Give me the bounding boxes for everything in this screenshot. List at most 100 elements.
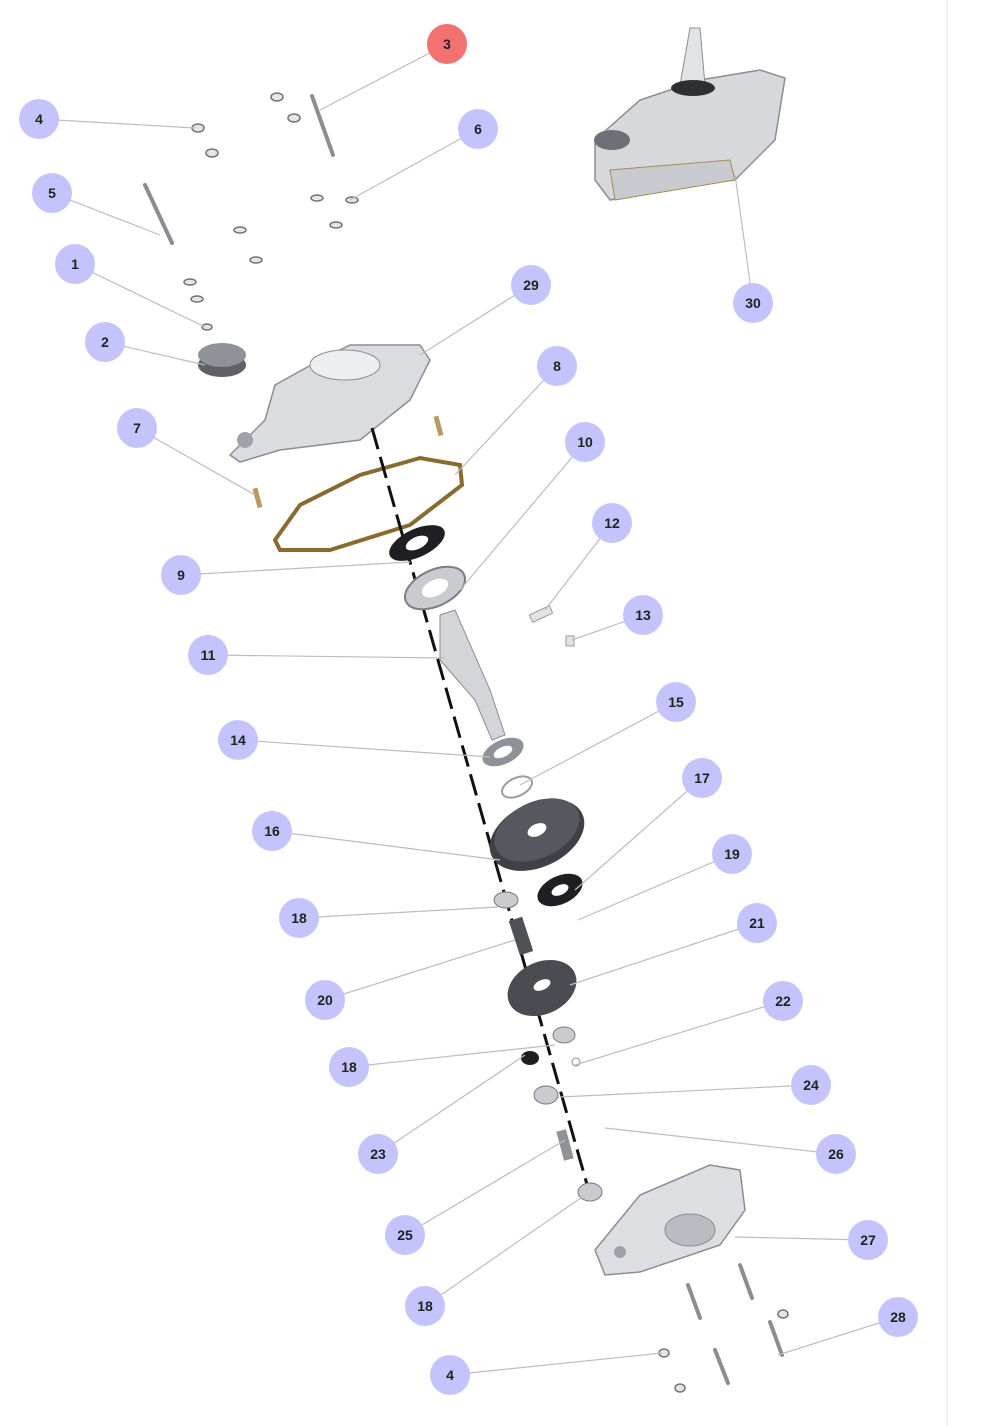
callout-bubble[interactable]	[329, 1047, 369, 1087]
callout-23[interactable]: 23	[358, 1134, 398, 1174]
callout-4[interactable]: 4	[19, 99, 59, 139]
callout-7[interactable]: 7	[117, 408, 157, 448]
leader-line	[777, 1316, 899, 1356]
callout-bubble[interactable]	[848, 1220, 888, 1260]
callout-20[interactable]: 20	[305, 980, 345, 1020]
callout-bubble[interactable]	[252, 811, 292, 851]
callout-13[interactable]: 13	[623, 595, 663, 635]
callout-3[interactable]: 3	[427, 24, 467, 64]
callout-18[interactable]: 18	[329, 1047, 369, 1087]
leader-line	[574, 1000, 784, 1066]
callout-29[interactable]: 29	[511, 265, 551, 305]
callout-16[interactable]: 16	[252, 811, 292, 851]
callout-label: 18	[291, 910, 307, 926]
leader-line	[271, 830, 501, 861]
callout-bubble[interactable]	[385, 1215, 425, 1255]
callout-label: 29	[523, 277, 539, 293]
callout-10[interactable]: 10	[565, 422, 605, 462]
leader-line	[734, 174, 754, 304]
callout-22[interactable]: 22	[763, 981, 803, 1021]
callout-4[interactable]: 4	[430, 1355, 470, 1395]
callout-14[interactable]: 14	[218, 720, 258, 760]
callout-bubble[interactable]	[19, 99, 59, 139]
o-ring-image	[501, 775, 533, 799]
callout-bubble[interactable]	[682, 758, 722, 798]
leader-line	[207, 654, 446, 659]
callout-bubble[interactable]	[427, 24, 467, 64]
leader-line	[298, 906, 499, 919]
callout-label: 4	[35, 111, 43, 127]
callout-bubble[interactable]	[358, 1134, 398, 1174]
callout-5[interactable]: 5	[32, 173, 72, 213]
callout-18[interactable]: 18	[279, 898, 319, 938]
callout-bubble[interactable]	[85, 322, 125, 362]
leader-line	[324, 939, 516, 1001]
callout-2[interactable]: 2	[85, 322, 125, 362]
callout-24[interactable]: 24	[791, 1065, 831, 1105]
callout-bubble[interactable]	[117, 408, 157, 448]
callout-label: 23	[370, 1146, 386, 1162]
callout-label: 17	[694, 770, 710, 786]
leader-line	[459, 441, 586, 591]
callout-label: 6	[474, 121, 482, 137]
callout-label: 11	[201, 647, 216, 663]
callout-label: 13	[635, 607, 651, 623]
callout-bubble[interactable]	[405, 1286, 445, 1326]
leader-line	[574, 777, 703, 891]
washer-small-image	[521, 1051, 539, 1065]
callout-21[interactable]: 21	[737, 903, 777, 943]
leader-line	[404, 1139, 566, 1236]
callout-bubble[interactable]	[656, 682, 696, 722]
upper-housing-image	[228, 344, 431, 463]
nuts-washers-image	[183, 92, 789, 1393]
sleeve-image	[528, 605, 554, 623]
callout-8[interactable]: 8	[537, 346, 577, 386]
callout-bubble[interactable]	[737, 903, 777, 943]
callout-30[interactable]: 30	[733, 283, 773, 323]
callout-6[interactable]: 6	[458, 109, 498, 149]
callout-bubble[interactable]	[458, 109, 498, 149]
callout-18[interactable]: 18	[405, 1286, 445, 1326]
leader-line	[38, 118, 196, 129]
callout-26[interactable]: 26	[816, 1134, 856, 1174]
leader-line	[454, 365, 558, 476]
callout-19[interactable]: 19	[712, 834, 752, 874]
callout-bubble[interactable]	[733, 283, 773, 323]
callout-bubble[interactable]	[511, 265, 551, 305]
leader-line	[180, 561, 411, 576]
callout-bubble[interactable]	[218, 720, 258, 760]
parts-layer	[143, 27, 789, 1393]
callout-bubble[interactable]	[537, 346, 577, 386]
callout-11[interactable]: 11	[188, 635, 228, 675]
leader-line	[424, 1194, 586, 1307]
callout-28[interactable]: 28	[878, 1297, 918, 1337]
callout-bubble[interactable]	[791, 1065, 831, 1105]
callout-1[interactable]: 1	[55, 244, 95, 284]
bearing-small-image	[552, 1026, 576, 1044]
callout-label: 22	[775, 993, 791, 1009]
callout-bubble[interactable]	[161, 555, 201, 595]
callout-bubble[interactable]	[55, 244, 95, 284]
callout-bubble[interactable]	[32, 173, 72, 213]
gasket-image	[272, 455, 465, 552]
callout-12[interactable]: 12	[592, 503, 632, 543]
callout-bubble[interactable]	[712, 834, 752, 874]
callout-27[interactable]: 27	[848, 1220, 888, 1260]
callout-label: 30	[745, 295, 761, 311]
callout-bubble[interactable]	[565, 422, 605, 462]
callout-17[interactable]: 17	[682, 758, 722, 798]
callout-bubble[interactable]	[305, 980, 345, 1020]
callout-bubble[interactable]	[878, 1297, 918, 1337]
callout-bubble[interactable]	[430, 1355, 470, 1395]
callout-bubble[interactable]	[816, 1134, 856, 1174]
callout-label: 25	[397, 1227, 413, 1243]
callout-15[interactable]: 15	[656, 682, 696, 722]
callout-bubble[interactable]	[763, 981, 803, 1021]
callout-25[interactable]: 25	[385, 1215, 425, 1255]
assembled-gearbox-image	[594, 27, 786, 201]
callout-9[interactable]: 9	[161, 555, 201, 595]
callout-bubble[interactable]	[592, 503, 632, 543]
callout-bubble[interactable]	[279, 898, 319, 938]
callout-bubble[interactable]	[188, 635, 228, 675]
callout-bubble[interactable]	[623, 595, 663, 635]
